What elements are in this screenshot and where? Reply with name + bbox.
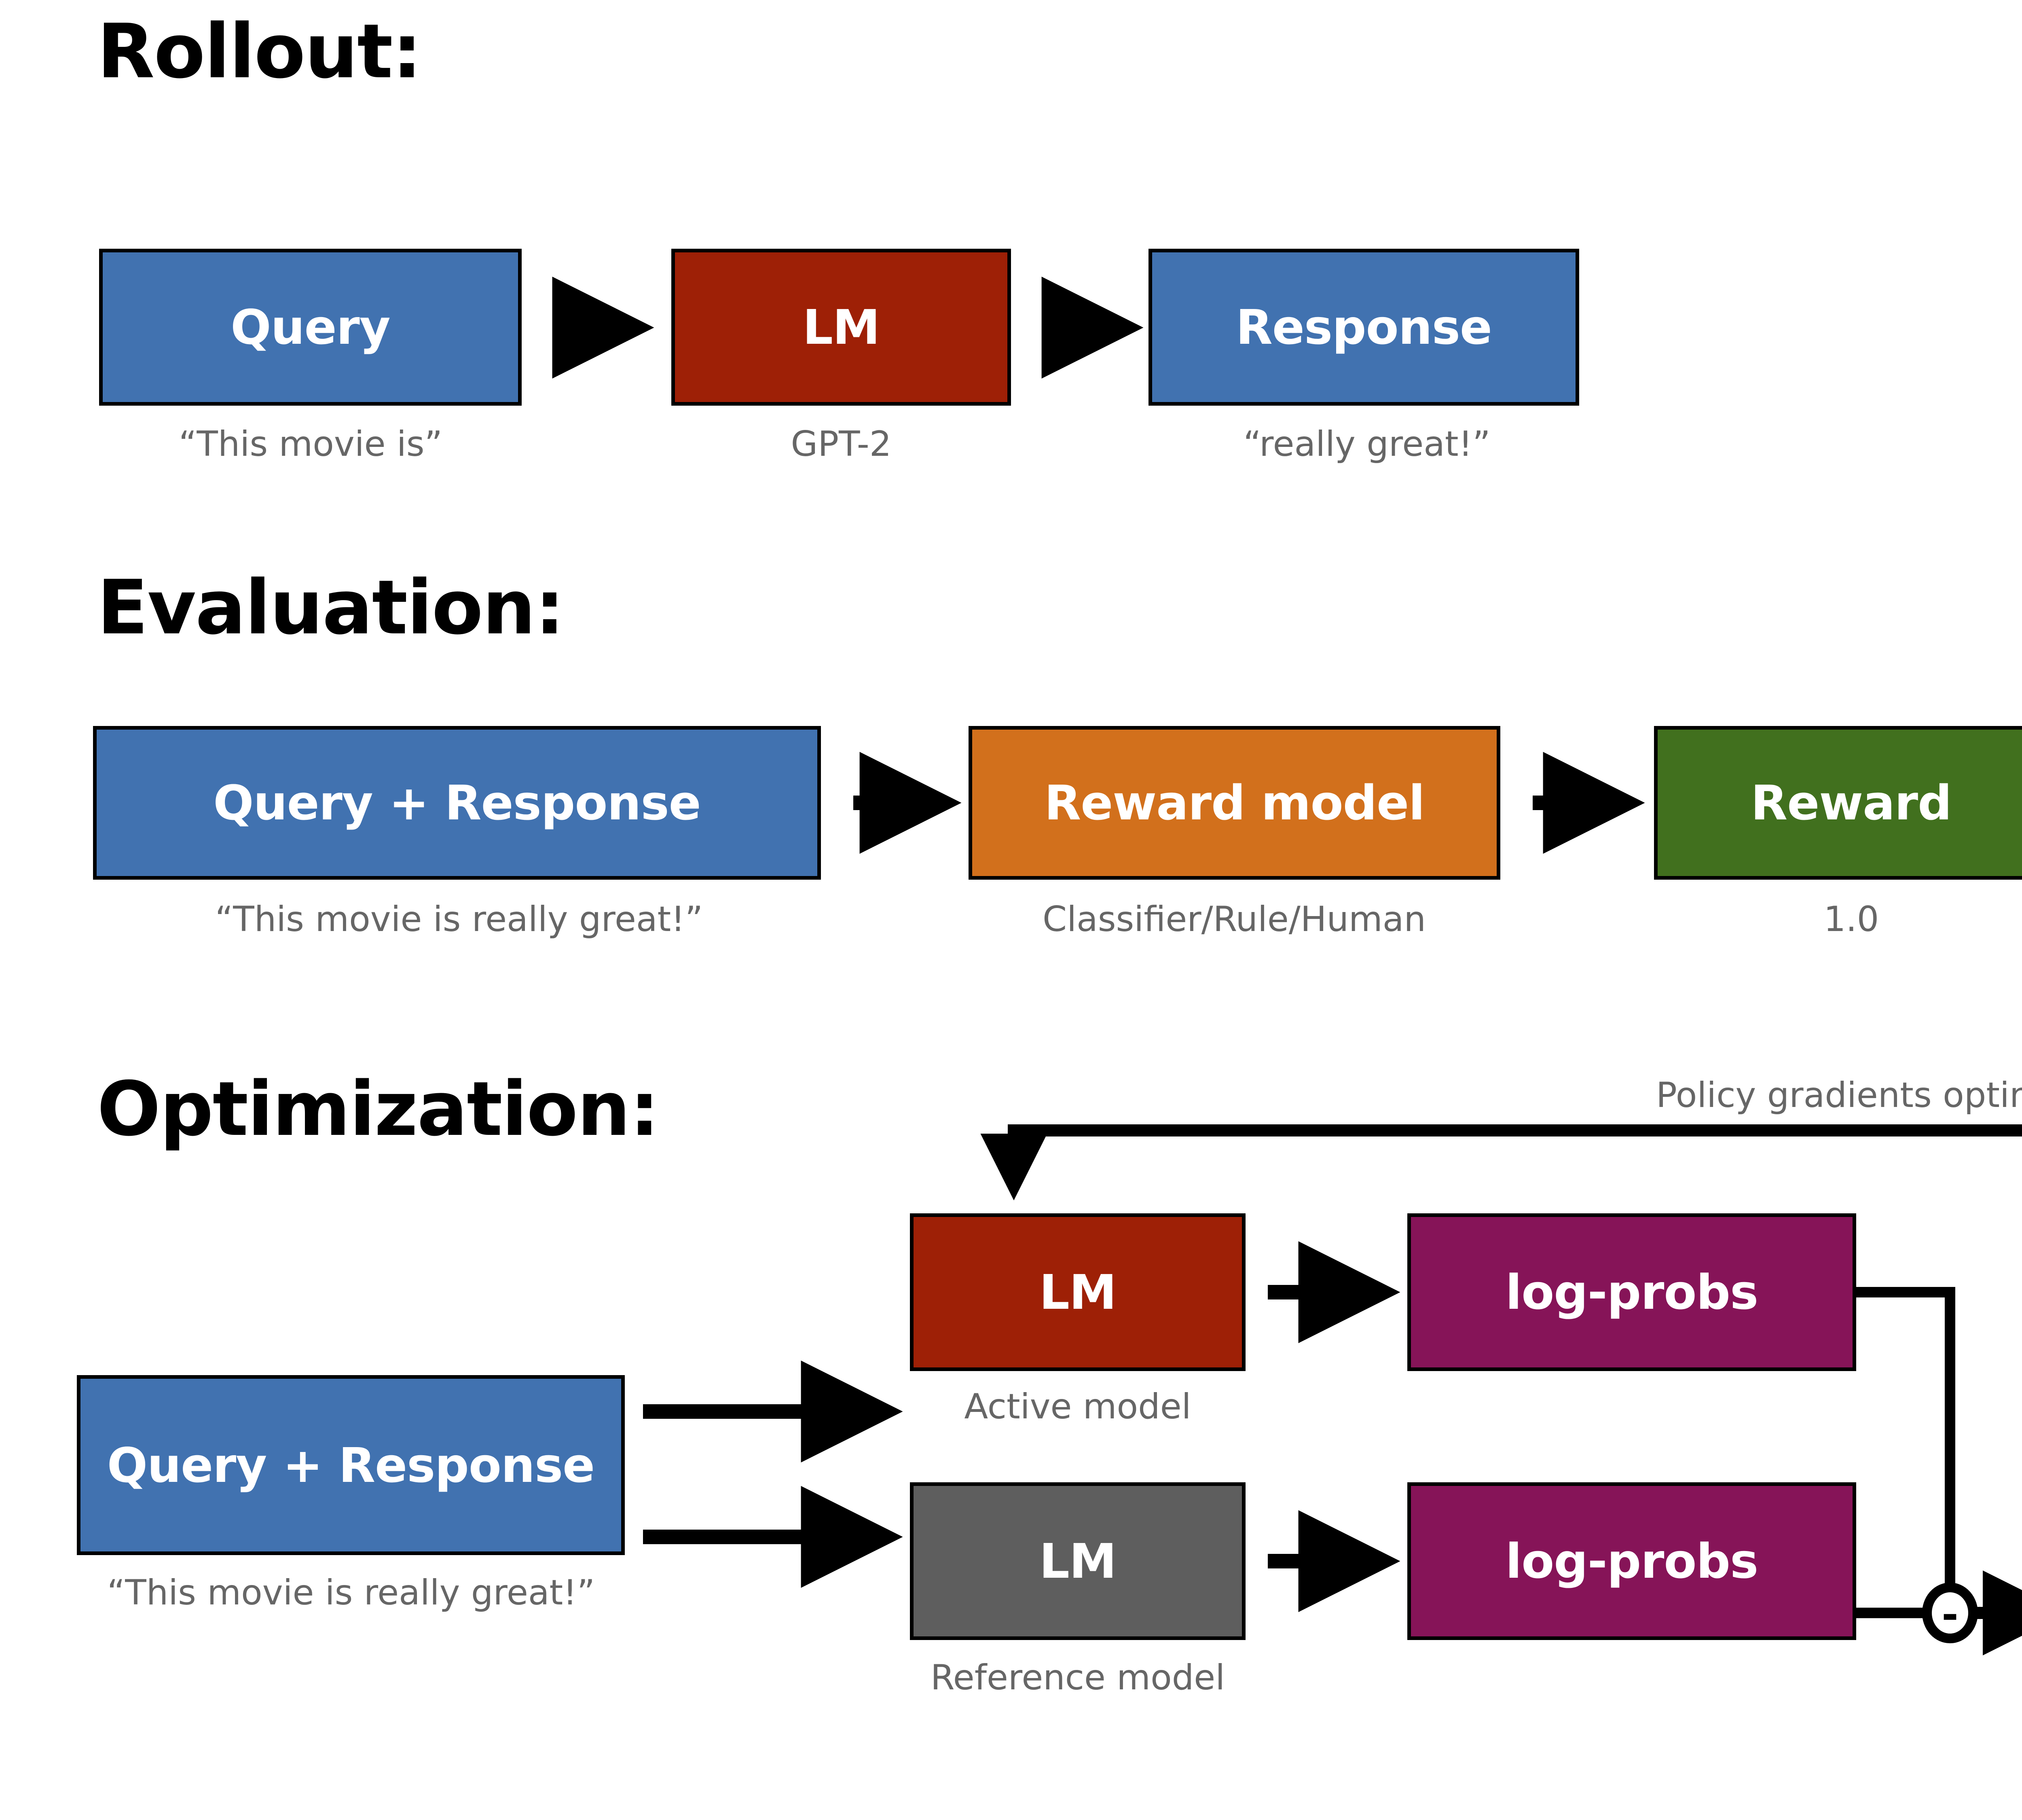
node-reward-eval[interactable]: Reward: [1654, 726, 2022, 880]
node-query-response-opt[interactable]: Query + Response: [77, 1375, 625, 1555]
section-heading-evaluation: Evaluation:: [97, 564, 565, 651]
caption-lm-rollout: GPT-2: [791, 424, 892, 464]
caption-reward-model: Classifier/Rule/Human: [1043, 899, 1426, 940]
node-lm-active[interactable]: LM: [910, 1213, 1246, 1371]
node-logprobs-active[interactable]: log-probs: [1407, 1213, 1856, 1371]
section-heading-rollout: Rollout:: [97, 8, 422, 95]
label-policy-gradients: Policy gradients optimize model: [1656, 1075, 2022, 1115]
node-query-response-eval[interactable]: Query + Response: [93, 726, 821, 880]
caption-query-response-opt: “This movie is really great!”: [107, 1572, 595, 1613]
wire-logprobs-active-to-minus: [1856, 1287, 1955, 1589]
node-response[interactable]: Response: [1148, 249, 1579, 406]
operator-minus-circle: [1922, 1583, 1978, 1643]
node-logprobs-reference[interactable]: log-probs: [1407, 1482, 1856, 1640]
caption-query-response-eval: “This movie is really great!”: [215, 899, 703, 940]
caption-reward-eval: 1.0: [1823, 899, 1879, 940]
caption-reference-model: Reference model: [930, 1657, 1225, 1698]
operator-minus-label: -: [1942, 1591, 1959, 1638]
caption-active-model: Active model: [964, 1386, 1191, 1427]
node-lm-rollout[interactable]: LM: [671, 249, 1011, 406]
node-lm-reference[interactable]: LM: [910, 1482, 1246, 1640]
caption-response: “really great!”: [1243, 424, 1491, 464]
section-heading-optimization: Optimization:: [97, 1065, 660, 1153]
node-query[interactable]: Query: [99, 249, 522, 406]
node-reward-model[interactable]: Reward model: [969, 726, 1500, 880]
caption-query: “This movie is”: [178, 424, 443, 464]
